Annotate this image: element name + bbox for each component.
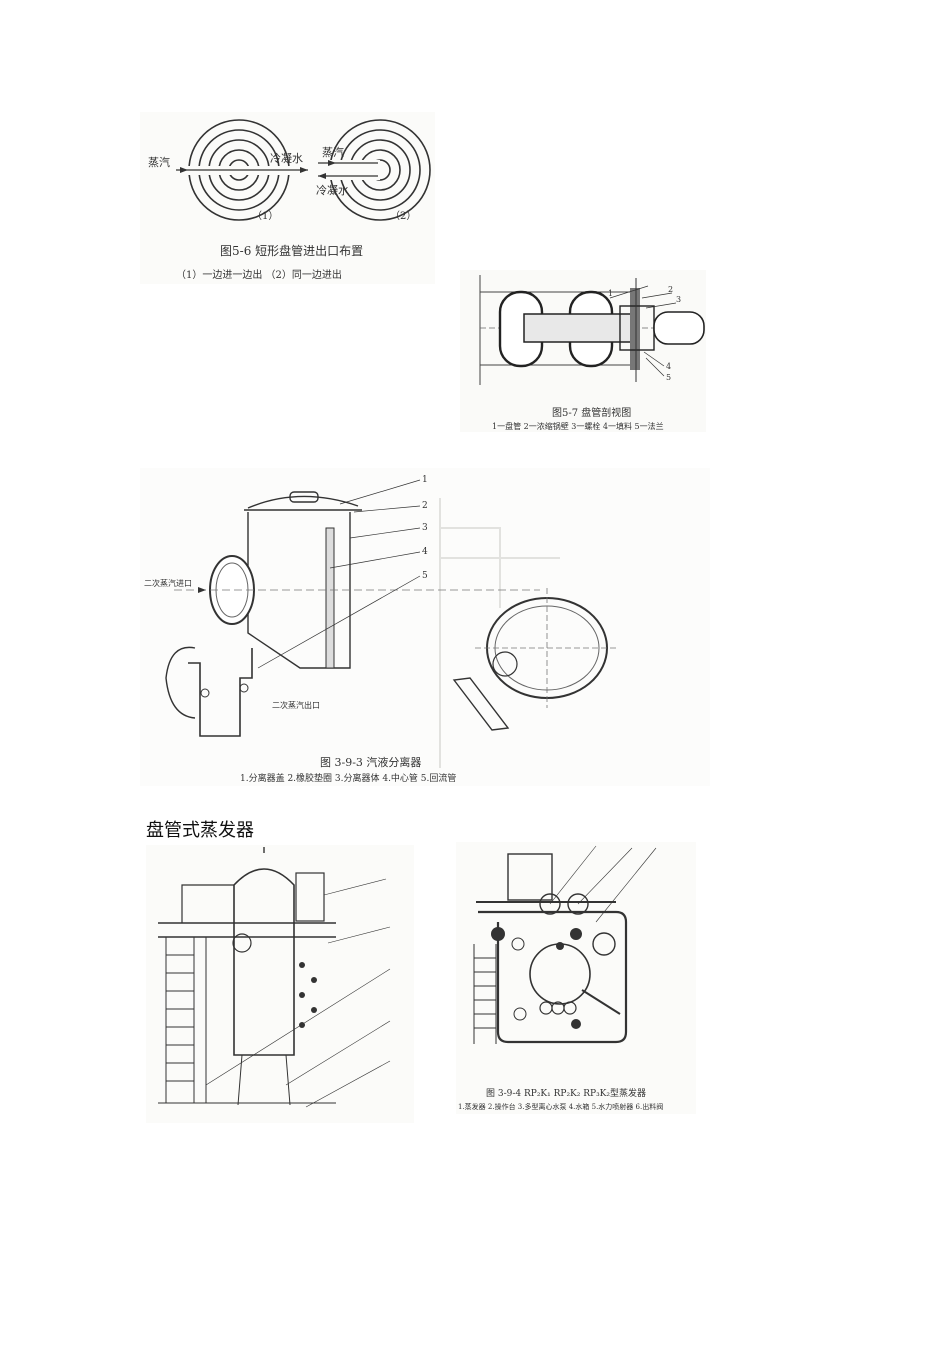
coil-evaporator-diagram [146,845,414,1123]
figure-3-9-3: 1 2 3 4 5 二次蒸汽进口 二次蒸汽出口 图 3-9-3 汽液分离器 1.… [140,468,710,786]
callout-2: 2 [668,285,673,294]
callout-5: 5 [666,373,671,382]
separator-callout-3: 3 [422,523,428,533]
secondary-steam-outlet-label: 二次蒸汽出口 [272,700,320,710]
figure-3-9-4: 图 3-9-4 RP₂K₁ RP₂K₂ RP₃K₂型蒸发器 1.蒸发器 2.操作… [456,842,696,1114]
callout-4: 4 [666,362,671,371]
figure-3-9-4-legend: 1.蒸发器 2.操作台 3.多型离心水泵 4.水箱 5.水力喷射器 6.出料阀 [458,1103,664,1111]
separator-callout-1: 1 [422,475,428,485]
sub-figure-2-label: （2） [390,210,416,222]
figure-5-6-subtitle: （1）一边进一边出 （2）同一边进出 [176,270,342,281]
separator-callout-5: 5 [422,571,428,581]
separator-callout-4: 4 [422,547,428,557]
coil-inlet-outlet-diagram: 蒸汽 冷凝水 蒸汽 冷凝水 （1） （2） [140,112,435,284]
figure-5-7-legend: 1一盘管 2一浓缩锅壁 3一螺栓 4一填料 5一法兰 [492,422,664,431]
secondary-steam-inlet-label: 二次蒸汽进口 [144,578,192,588]
vapor-liquid-separator-diagram: 1 2 3 4 5 二次蒸汽进口 二次蒸汽出口 [140,468,710,786]
figure-3-9-4-title: 图 3-9-4 RP₂K₁ RP₂K₂ RP₃K₂型蒸发器 [486,1089,647,1099]
callout-1: 1 [608,289,613,298]
steam-label-1: 蒸汽 [148,155,170,169]
condensate-label-2: 冷凝水 [316,183,349,197]
callout-3: 3 [676,295,681,304]
condensate-label-1: 冷凝水 [270,151,303,165]
figure-5-6: 蒸汽 冷凝水 蒸汽 冷凝水 （1） （2） 图5-6 短形盘管进出口布置 （1）… [140,112,435,284]
figure-3-9-3-legend: 1.分离器盖 2.橡胶垫圈 3.分离器体 4.中心管 5.回流管 [240,774,457,784]
coil-section-diagram: 1 2 3 4 5 [460,270,706,432]
sub-figure-1-label: （1） [252,210,278,222]
section-heading: 盘管式蒸发器 [146,820,254,841]
figure-3-9-3-title: 图 3-9-3 汽液分离器 [320,756,422,769]
steam-label-2: 蒸汽 [322,145,344,159]
evaporator-plan-diagram [456,842,696,1114]
separator-callout-2: 2 [422,501,428,511]
figure-5-6-title: 图5-6 短形盘管进出口布置 [220,244,364,258]
figure-5-7-title: 图5-7 盘管剖视图 [552,408,632,419]
figure-5-7: 1 2 3 4 5 图5-7 盘管剖视图 1一盘管 2一浓缩锅壁 3一螺栓 4一… [460,270,706,432]
coil-evaporator-figure [146,845,414,1123]
